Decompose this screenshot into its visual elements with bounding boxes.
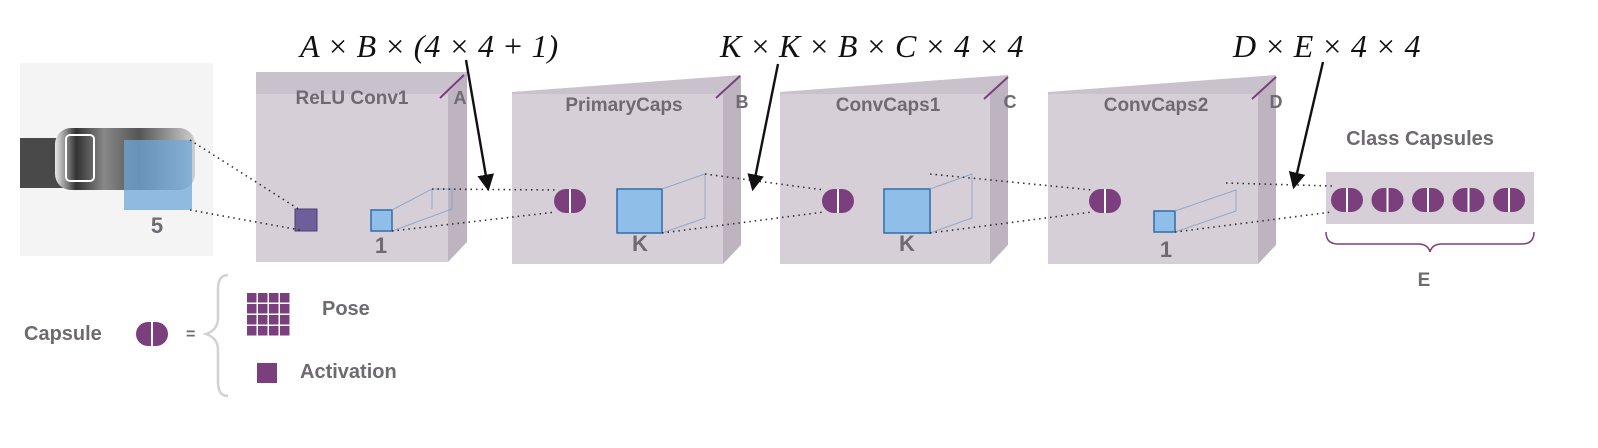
layer-name: PrimaryCaps	[565, 95, 682, 116]
block-top	[780, 75, 1008, 94]
kernel-square	[616, 188, 663, 234]
pose-icon	[247, 293, 290, 336]
class-capsule	[1492, 187, 1526, 213]
class-capsule	[1411, 187, 1445, 213]
kernel-wireframe	[391, 188, 453, 232]
input-image: 5	[20, 63, 213, 256]
pose-cell	[258, 326, 268, 336]
class-dim-label: E	[1418, 270, 1431, 291]
kernel-label: K	[632, 231, 648, 256]
formula-conv1: A × B × (4 × 4 + 1)	[298, 28, 558, 64]
block-side	[448, 72, 467, 262]
capsule-unit	[821, 188, 855, 214]
block-front	[780, 94, 990, 264]
pose-cell	[269, 304, 279, 314]
formula-primarycaps: K × K × B × C × 4 × 4	[719, 28, 1024, 64]
class-capsule	[1330, 187, 1364, 213]
pose-cell	[280, 304, 290, 314]
pose-cell	[247, 304, 257, 314]
pose-cell	[280, 293, 290, 303]
pose-cell	[269, 326, 279, 336]
pose-cell	[280, 326, 290, 336]
block-top	[512, 75, 741, 94]
pose-cell	[258, 315, 268, 325]
arrow-formula-2	[747, 63, 780, 192]
pose-cell	[280, 315, 290, 325]
layer-convcaps1: ConvCaps1 C K	[780, 75, 1017, 264]
kernel-label: 1	[375, 233, 387, 258]
layer-dim-label: A	[454, 88, 467, 108]
legend-capsule-label: Capsule	[24, 323, 102, 345]
class-capsules: Class Capsules E	[1325, 128, 1535, 291]
legend-pose-label: Pose	[322, 298, 370, 320]
kernel-label: K	[899, 231, 915, 256]
kernel-wireframe	[929, 173, 973, 234]
receptive-field-5	[124, 140, 192, 210]
pose-cell	[269, 315, 279, 325]
capsule-unit	[1088, 188, 1122, 214]
car-windshield	[65, 134, 95, 182]
layer-dim-label: D	[1270, 92, 1283, 112]
depth-tick	[715, 75, 741, 99]
layer-relu-conv1: ReLU Conv1 A 1	[256, 72, 467, 262]
activation-icon	[257, 363, 277, 383]
kernel-square	[883, 188, 931, 234]
pose-cell	[258, 304, 268, 314]
formula-class: D × E × 4 × 4	[1232, 28, 1420, 64]
layer-name: ReLU Conv1	[296, 88, 409, 109]
kernel-square	[370, 209, 393, 232]
layer-name: ConvCaps2	[1104, 95, 1209, 116]
kernel-label: 1	[1160, 237, 1172, 262]
legend-brace	[202, 273, 229, 398]
block-top	[1048, 75, 1276, 94]
layer-dim-label: B	[736, 92, 749, 112]
block-side	[723, 75, 741, 264]
pose-cell	[247, 315, 257, 325]
layer-primarycaps: PrimaryCaps B K	[512, 75, 749, 264]
legend: Capsule = Pose Activation	[24, 273, 397, 398]
legend-equals: =	[186, 326, 195, 343]
pose-cell	[269, 293, 279, 303]
pose-cell	[258, 293, 268, 303]
depth-tick	[983, 76, 1009, 100]
kernel-wireframe	[1174, 189, 1237, 233]
class-capsule	[1451, 187, 1486, 213]
connections	[189, 139, 1333, 234]
pose-cell	[247, 293, 257, 303]
block-front	[1048, 94, 1258, 264]
layer-dim-label: C	[1004, 92, 1017, 112]
activation-unit	[294, 208, 318, 232]
class-capsule	[1370, 187, 1405, 213]
pose-cell	[247, 326, 257, 336]
block-front	[256, 94, 448, 262]
class-capsules-title: Class Capsules	[1346, 128, 1494, 150]
layer-name: ConvCaps1	[836, 95, 941, 116]
block-side	[990, 75, 1008, 264]
depth-tick	[1251, 76, 1277, 100]
formulas: A × B × (4 × 4 + 1) K × K × B × C × 4 × …	[298, 28, 1420, 192]
depth-tick	[439, 74, 465, 99]
layer-convcaps2: ConvCaps2 D 1	[1048, 75, 1283, 264]
block-top	[256, 72, 467, 94]
arrow-formula-3	[1288, 61, 1325, 190]
legend-activation-label: Activation	[300, 361, 397, 383]
kernel-wireframe	[661, 173, 706, 234]
block-front	[512, 94, 723, 264]
legend-capsule-icon	[135, 321, 169, 347]
kernel-square	[1153, 210, 1176, 233]
block-side	[1258, 75, 1276, 264]
arrow-formula-1	[464, 59, 495, 192]
class-brace	[1325, 231, 1535, 253]
capsule-unit	[553, 188, 587, 214]
input-kernel-label: 5	[151, 213, 163, 238]
